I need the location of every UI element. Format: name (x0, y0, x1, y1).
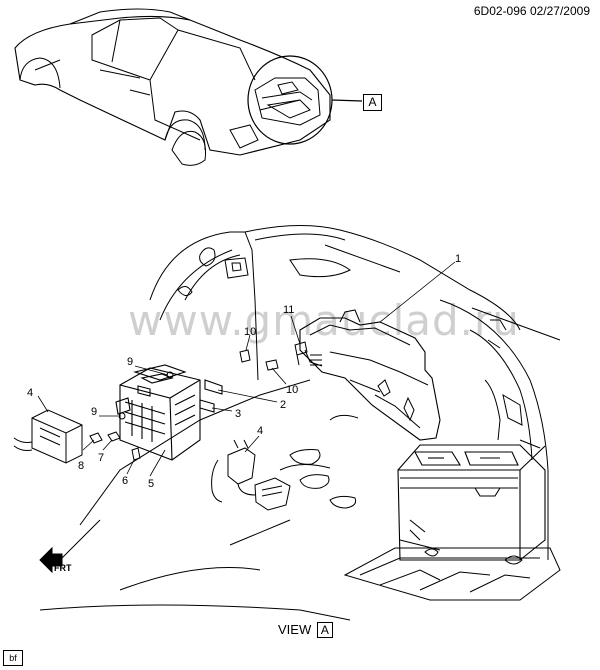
front-direction-label: FRT (54, 563, 72, 573)
callout-6: 6 (122, 475, 128, 487)
diagram-header: 6D02-096 02/27/2009 (474, 4, 590, 18)
callout-10-lower: 10 (286, 384, 298, 396)
callout-10-upper: 10 (244, 326, 256, 338)
view-caption: VIEW A (278, 622, 333, 638)
callout-1: 1 (455, 253, 461, 265)
front-arrow-icon (39, 546, 63, 574)
callout-8: 8 (78, 460, 84, 472)
callout-5: 5 (148, 478, 154, 490)
trunk-detail-circle (247, 55, 363, 145)
trunk-body-structure (39, 225, 561, 621)
battery (397, 444, 546, 561)
callout-9-lower: 9 (91, 406, 97, 418)
wiring-harness-right (211, 439, 291, 511)
wiring-harness-left (13, 409, 83, 464)
view-reference-box: A (363, 94, 382, 111)
callout-3: 3 (235, 408, 241, 420)
bracket-fasteners (239, 341, 322, 371)
callout-11: 11 (283, 304, 294, 316)
callout-9-upper: 9 (127, 356, 133, 368)
view-caption-letter: A (316, 622, 333, 638)
callout-leaders (37, 261, 456, 477)
car-overview-illustration (14, 8, 331, 166)
watermark: www.gmauclad.ru (128, 296, 520, 345)
callout-4-left: 4 (27, 387, 33, 399)
module-bracket (299, 309, 441, 441)
battery-tray (343, 547, 561, 601)
corner-stamp: bf (3, 650, 23, 666)
fuse-relay-block (115, 364, 223, 461)
callout-4-right: 4 (257, 425, 263, 437)
diagram-date: 02/27/2009 (529, 4, 590, 18)
view-caption-text: VIEW (278, 622, 312, 637)
diagram-code: 6D02-096 (473, 4, 527, 18)
callout-7: 7 (98, 452, 104, 464)
callout-labels: 1 2 3 4 4 5 6 7 8 9 9 10 10 11 (27, 253, 461, 490)
callout-2: 2 (280, 399, 286, 411)
